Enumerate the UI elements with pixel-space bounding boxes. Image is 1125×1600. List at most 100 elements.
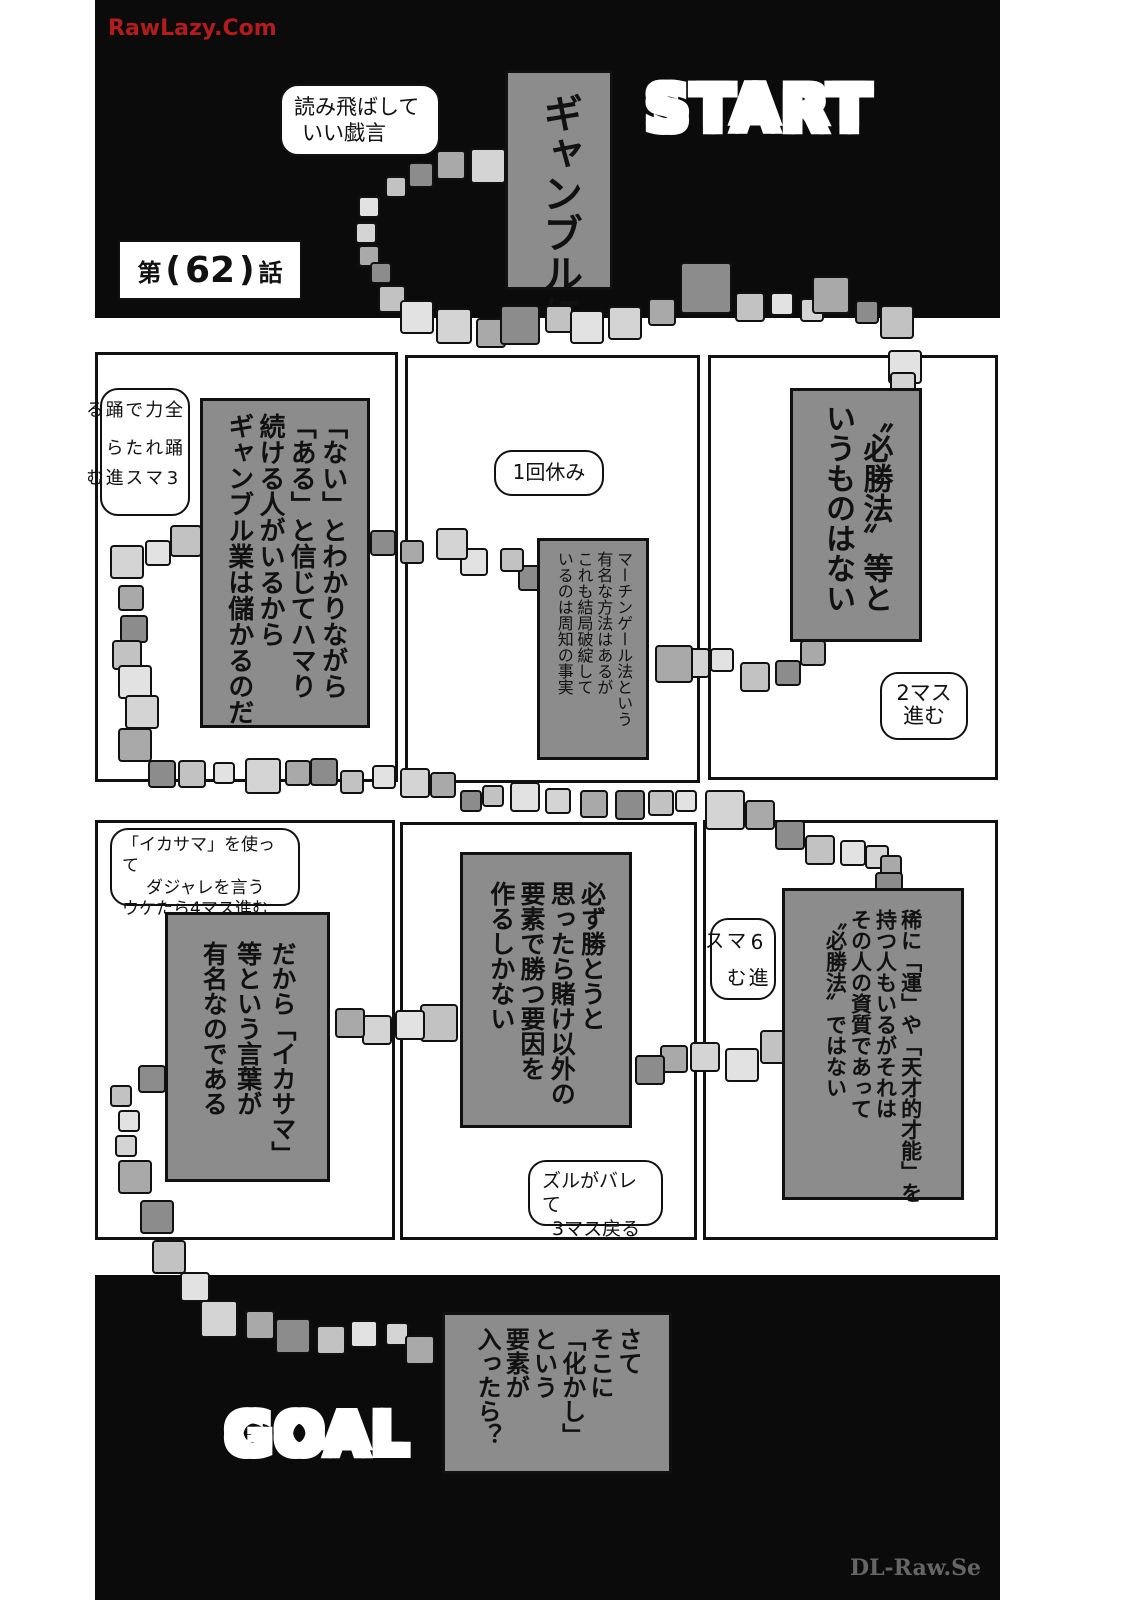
box-ikasama-line-1: だから「イカサマ」: [267, 941, 297, 1166]
title-box: ギャンブルに: [505, 70, 613, 333]
box-hisshou-line-1: 〝必勝法〟等と: [857, 403, 893, 613]
box-nai-line-1: 「ない」とわかりながら: [317, 413, 348, 699]
board-square: [570, 310, 604, 344]
board-square: [245, 1310, 275, 1340]
board-square: [310, 758, 338, 786]
chapter-number: 62: [184, 249, 236, 291]
box-ikasama-line-2: 等という言葉が: [233, 941, 263, 1116]
board-square: [200, 1300, 238, 1338]
board-square: [408, 162, 434, 188]
board-square: [675, 790, 697, 812]
box-martingale-line-3: これも結局破綻して: [574, 551, 594, 695]
board-square: [120, 615, 148, 643]
board-square: [436, 308, 472, 344]
intro-bubble: 読み飛ばして いい戯言: [280, 84, 440, 156]
box-kanarazu-line-1: 必ず勝とうと: [577, 881, 607, 1031]
board-square: [118, 728, 152, 762]
goal-label: GOAL: [223, 1399, 411, 1470]
box-sate-line-6: 入ったら？: [473, 1327, 502, 1447]
board-square: [145, 540, 171, 566]
board-square: [335, 1008, 365, 1038]
bubble-ikasama-line-1: 「イカサマ」を使って: [122, 835, 275, 877]
board-square: [500, 548, 524, 572]
board-square: [316, 1325, 346, 1355]
box-martingale: マーチンゲール法という 有名な方法はあるが これも結局破綻して いるのは周知の事…: [537, 538, 649, 760]
board-square: [470, 148, 506, 184]
box-martingale-line-1: マーチンゲール法という: [614, 551, 634, 727]
board-square: [138, 1065, 166, 1093]
board-square: [125, 695, 159, 729]
bubble-zuru-line-2: 3マス戻る: [552, 1217, 641, 1240]
bubble-odoru-line-3: 3マス進む: [82, 468, 183, 490]
board-square: [812, 276, 850, 314]
box-nai-line-3: 続ける人がいるから: [255, 413, 285, 647]
board-square: [395, 1010, 425, 1040]
board-square: [430, 772, 456, 798]
board-square: [213, 762, 235, 784]
board-square: [362, 1015, 392, 1045]
board-square: [140, 1200, 174, 1234]
box-sate-line-5: 要素が: [501, 1327, 530, 1399]
board-square: [705, 790, 745, 830]
board-square: [372, 765, 396, 789]
board-square: [855, 300, 879, 324]
box-nai: 「ない」とわかりながら 「ある」と信じてハマり 続ける人がいるから ギャンブル業…: [200, 398, 370, 728]
board-square: [118, 1160, 152, 1194]
board-square: [800, 640, 826, 666]
board-square: [735, 292, 765, 322]
box-martingale-line-4: いるのは周知の事実: [554, 551, 574, 695]
box-kanarazu-line-4: 作るしかない: [486, 881, 516, 1031]
board-square: [420, 1004, 458, 1042]
chapter-suffix: 話: [258, 258, 283, 287]
box-ikasama: だから「イカサマ」 等という言葉が 有名なのである: [165, 912, 330, 1182]
watermark-bottom: DL-Raw.Se: [850, 1555, 981, 1581]
board-square: [118, 585, 144, 611]
bubble-odoru-line-2: 踊れたら: [102, 437, 183, 456]
board-square: [118, 1110, 140, 1132]
box-mare-line-3: その人の資質であって: [848, 909, 873, 1119]
watermark-top: RawLazy.Com: [108, 16, 277, 41]
board-square: [340, 770, 364, 794]
title-text: ギャンブルに: [536, 93, 582, 333]
board-square: [115, 1135, 137, 1157]
board-square: [608, 306, 642, 340]
box-hisshou: 〝必勝法〟等と いうものはない: [790, 388, 922, 642]
board-square: [358, 196, 380, 218]
bubble-ikasama-line-2: ダジャレを言う: [146, 877, 265, 898]
bubble-2masu-line-2: 進む: [903, 704, 945, 729]
bubble-2masu: 2マス 進む: [880, 672, 968, 740]
box-nai-line-2: 「ある」と信じてハマり: [286, 413, 317, 699]
bubble-ikasama: 「イカサマ」を使って ダジャレを言う ウケたら4マス進む: [110, 828, 300, 919]
bubble-2masu-line-1: 2マス: [896, 681, 952, 705]
chapter-prefix: 第: [137, 258, 162, 287]
chapter-paren-right: ): [239, 250, 255, 290]
bubble-zuru-line-1: ズルがバレて: [542, 1170, 638, 1216]
board-square: [680, 262, 732, 314]
board-square: [545, 788, 571, 814]
board-square: [400, 768, 430, 798]
board-square: [370, 262, 392, 284]
board-square: [805, 835, 835, 865]
board-square: [110, 545, 144, 579]
board-square: [285, 760, 311, 786]
intro-bubble-line-1: 読み飛ばして: [294, 95, 420, 119]
box-mare: 稀に「運」や「天才的才能」を 持つ人もいるがそれは その人の資質であって 〝必勝…: [782, 888, 964, 1203]
box-kanarazu: 必ず勝とうと 思ったら賭け以外の 要素で勝つ要因を 作るしかない: [460, 852, 632, 1128]
board-square: [170, 525, 202, 557]
board-square: [358, 245, 380, 267]
board-square: [110, 1085, 132, 1107]
box-sate-line-4: という: [529, 1327, 558, 1399]
board-square: [745, 800, 775, 830]
board-square: [385, 176, 407, 198]
board-square: [770, 292, 794, 316]
board-square: [775, 820, 805, 850]
board-square: [436, 528, 468, 560]
board-square: [648, 298, 676, 326]
board-square: [655, 645, 693, 683]
board-square: [775, 660, 801, 686]
bubble-6masu: 6マス 進む: [701, 918, 776, 1000]
bubble-odoru-line-1: 全力で踊る: [82, 400, 183, 418]
board-square: [178, 760, 206, 788]
board-square: [275, 1318, 311, 1354]
bubble-6masu-line-1: 6マス: [701, 930, 769, 954]
